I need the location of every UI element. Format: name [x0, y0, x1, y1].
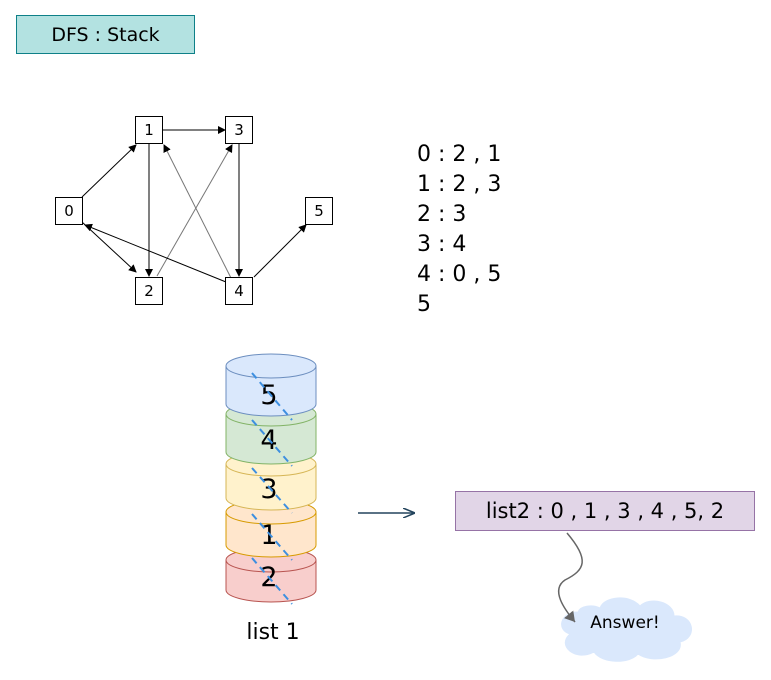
result-to-answer-connector — [558, 532, 583, 623]
edge-4-1 — [163, 144, 232, 279]
stack-cylinder-5 — [225, 365, 317, 417]
strike-4 — [251, 419, 293, 467]
edge-0-1 — [81, 144, 137, 198]
edge-4-5 — [253, 224, 307, 278]
strike-5 — [251, 372, 293, 421]
stack-cylinder-5-top — [225, 353, 317, 379]
adjacency-row: 4 : 0 , 5 — [417, 262, 502, 287]
result-list: list2 : 0 , 1 , 3 , 4 , 5, 2 — [455, 491, 755, 531]
stack-item-label: 5 — [260, 380, 278, 411]
stack-caption: list 1 — [246, 620, 300, 645]
strike-3 — [251, 467, 293, 514]
graph-node-1: 1 — [135, 116, 163, 144]
stack-cylinders — [225, 353, 317, 603]
stack-cylinder-3 — [225, 463, 317, 511]
graph-node-0: 0 — [55, 197, 83, 225]
strike-1 — [251, 513, 293, 561]
answer-label: Answer! — [590, 613, 660, 633]
adjacency-list: 0 : 2 , 1 1 : 2 , 3 2 : 3 3 : 4 4 : 0 , … — [417, 140, 501, 320]
edge-4-0 — [84, 223, 227, 283]
graph-node-3: 3 — [225, 116, 253, 144]
graph-node-2: 2 — [135, 277, 163, 305]
graph-node-5: 5 — [305, 197, 333, 225]
graph-node-4: 4 — [225, 277, 253, 305]
adjacency-row: 3 : 4 — [417, 232, 467, 257]
diagram-title: DFS : Stack — [16, 15, 195, 54]
adjacency-row: 1 : 2 , 3 — [417, 172, 502, 197]
answer-cloud — [561, 597, 692, 662]
adjacency-row: 5 — [417, 292, 431, 317]
stack-cylinder-4 — [225, 413, 317, 465]
adjacency-row: 0 : 2 , 1 — [417, 142, 502, 167]
edge-2-3 — [156, 144, 233, 277]
adjacency-row: 2 : 3 — [417, 202, 467, 227]
strike-2 — [251, 557, 293, 605]
